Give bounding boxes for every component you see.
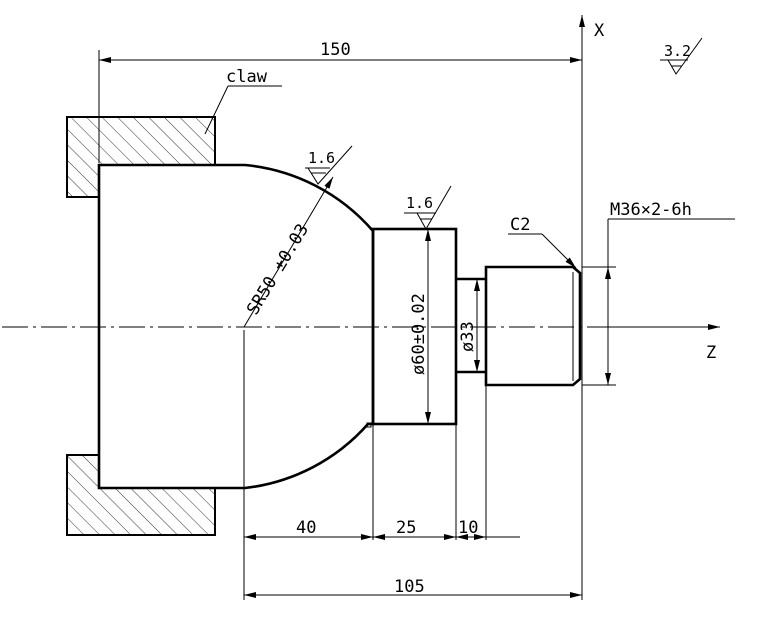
dim-10-label: 10	[458, 518, 478, 538]
roughness-cyl-label: 1.6	[406, 194, 433, 212]
thread-label: M36×2-6h	[610, 200, 692, 220]
roughness-general-symbol	[667, 37, 703, 75]
dim-dia60-label: ø60±0.02	[409, 293, 429, 375]
z-axis-label: Z	[706, 343, 716, 363]
dim-25-label: 25	[396, 518, 416, 538]
claw-leader	[204, 85, 229, 135]
sphere-radius-label: SR50 ±0.03	[243, 221, 313, 319]
cylinder-60	[371, 227, 458, 426]
corner-mark	[366, 422, 372, 428]
chamfer-leader	[541, 233, 577, 269]
roughness-sphere-symbol	[307, 145, 353, 185]
part-outline-lower	[97, 327, 375, 490]
chamfer-label: C2	[510, 215, 530, 235]
dim-40-label: 40	[296, 518, 316, 538]
part-outline-upper	[97, 163, 375, 327]
thread-section	[484, 265, 582, 387]
claw-upper	[66, 116, 216, 198]
dim-105-label: 105	[394, 577, 425, 597]
sphere-radius-line	[243, 176, 334, 328]
roughness-sphere-label: 1.6	[308, 149, 335, 167]
claw-label: claw	[226, 67, 268, 87]
dim-150-label: 150	[320, 40, 351, 60]
roughness-general-label: 3.2	[664, 42, 691, 60]
dim-dia33-label: ø33	[458, 321, 478, 352]
claw-lower	[66, 454, 216, 536]
x-axis-label: X	[594, 21, 605, 41]
roughness-cyl-symbol	[416, 185, 452, 231]
